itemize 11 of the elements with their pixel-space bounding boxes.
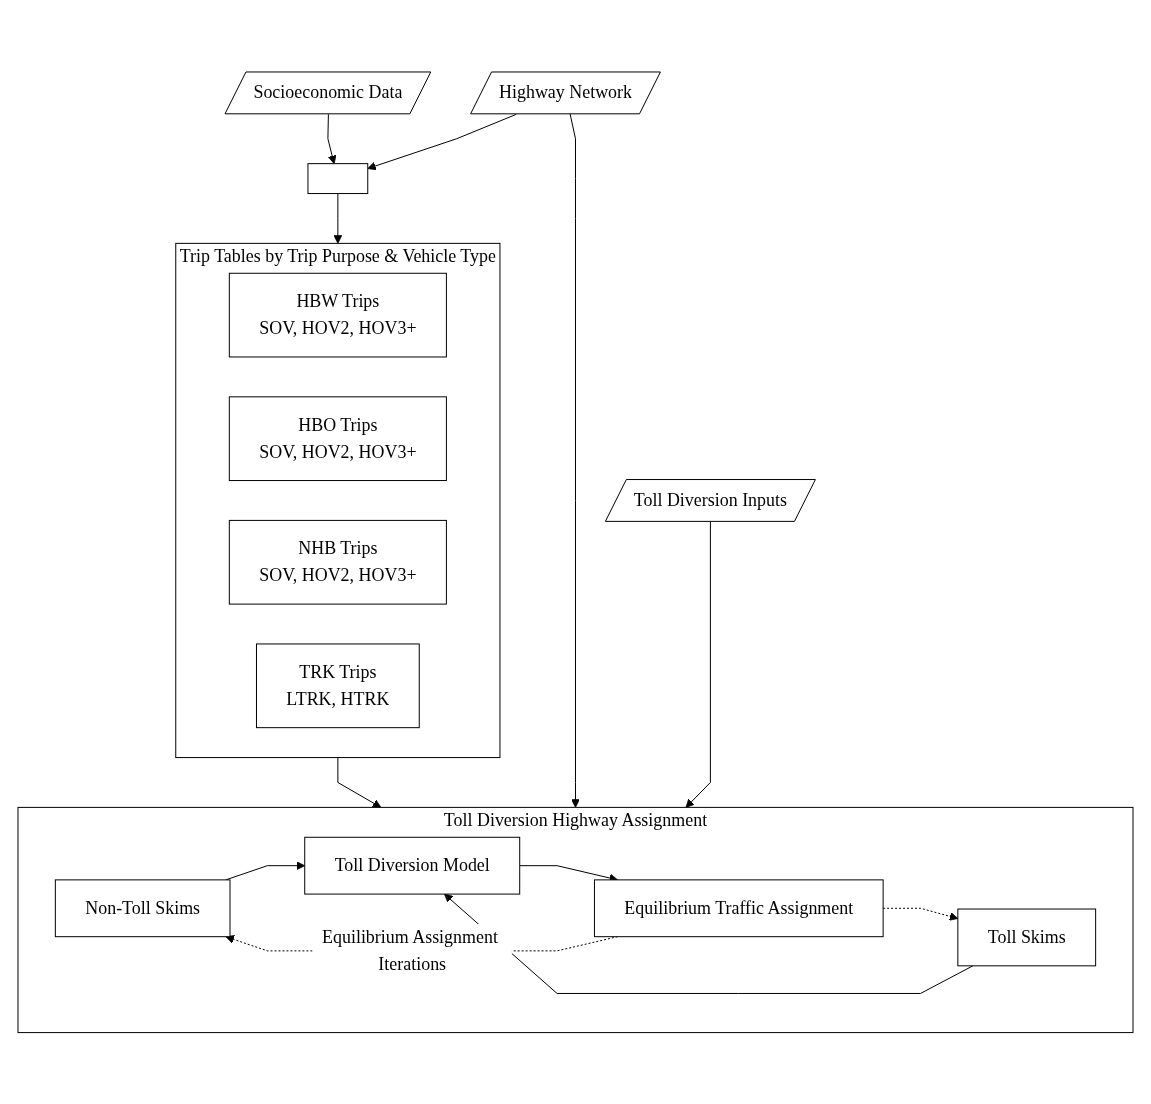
arrow xyxy=(569,113,580,808)
node-box: Equilibrium Traffic Assignment xyxy=(593,879,884,937)
node-box: HBW Trips SOV, HOV2, HOV3+ xyxy=(228,272,447,358)
node-box: TRK Trips LTRK, HTRK xyxy=(255,643,420,728)
node-box: Non-Toll Skims xyxy=(54,879,231,937)
node-box: Toll Skims xyxy=(957,908,1097,967)
node-box: HBO Trips SOV, HOV2, HOV3+ xyxy=(228,396,447,481)
node-box: NHB Trips SOV, HOV2, HOV3+ xyxy=(228,519,447,605)
node-box: Toll Diversion Model xyxy=(304,836,521,895)
edge-label: Equilibrium Assignment Iterations xyxy=(322,926,498,974)
node-box xyxy=(307,162,369,194)
